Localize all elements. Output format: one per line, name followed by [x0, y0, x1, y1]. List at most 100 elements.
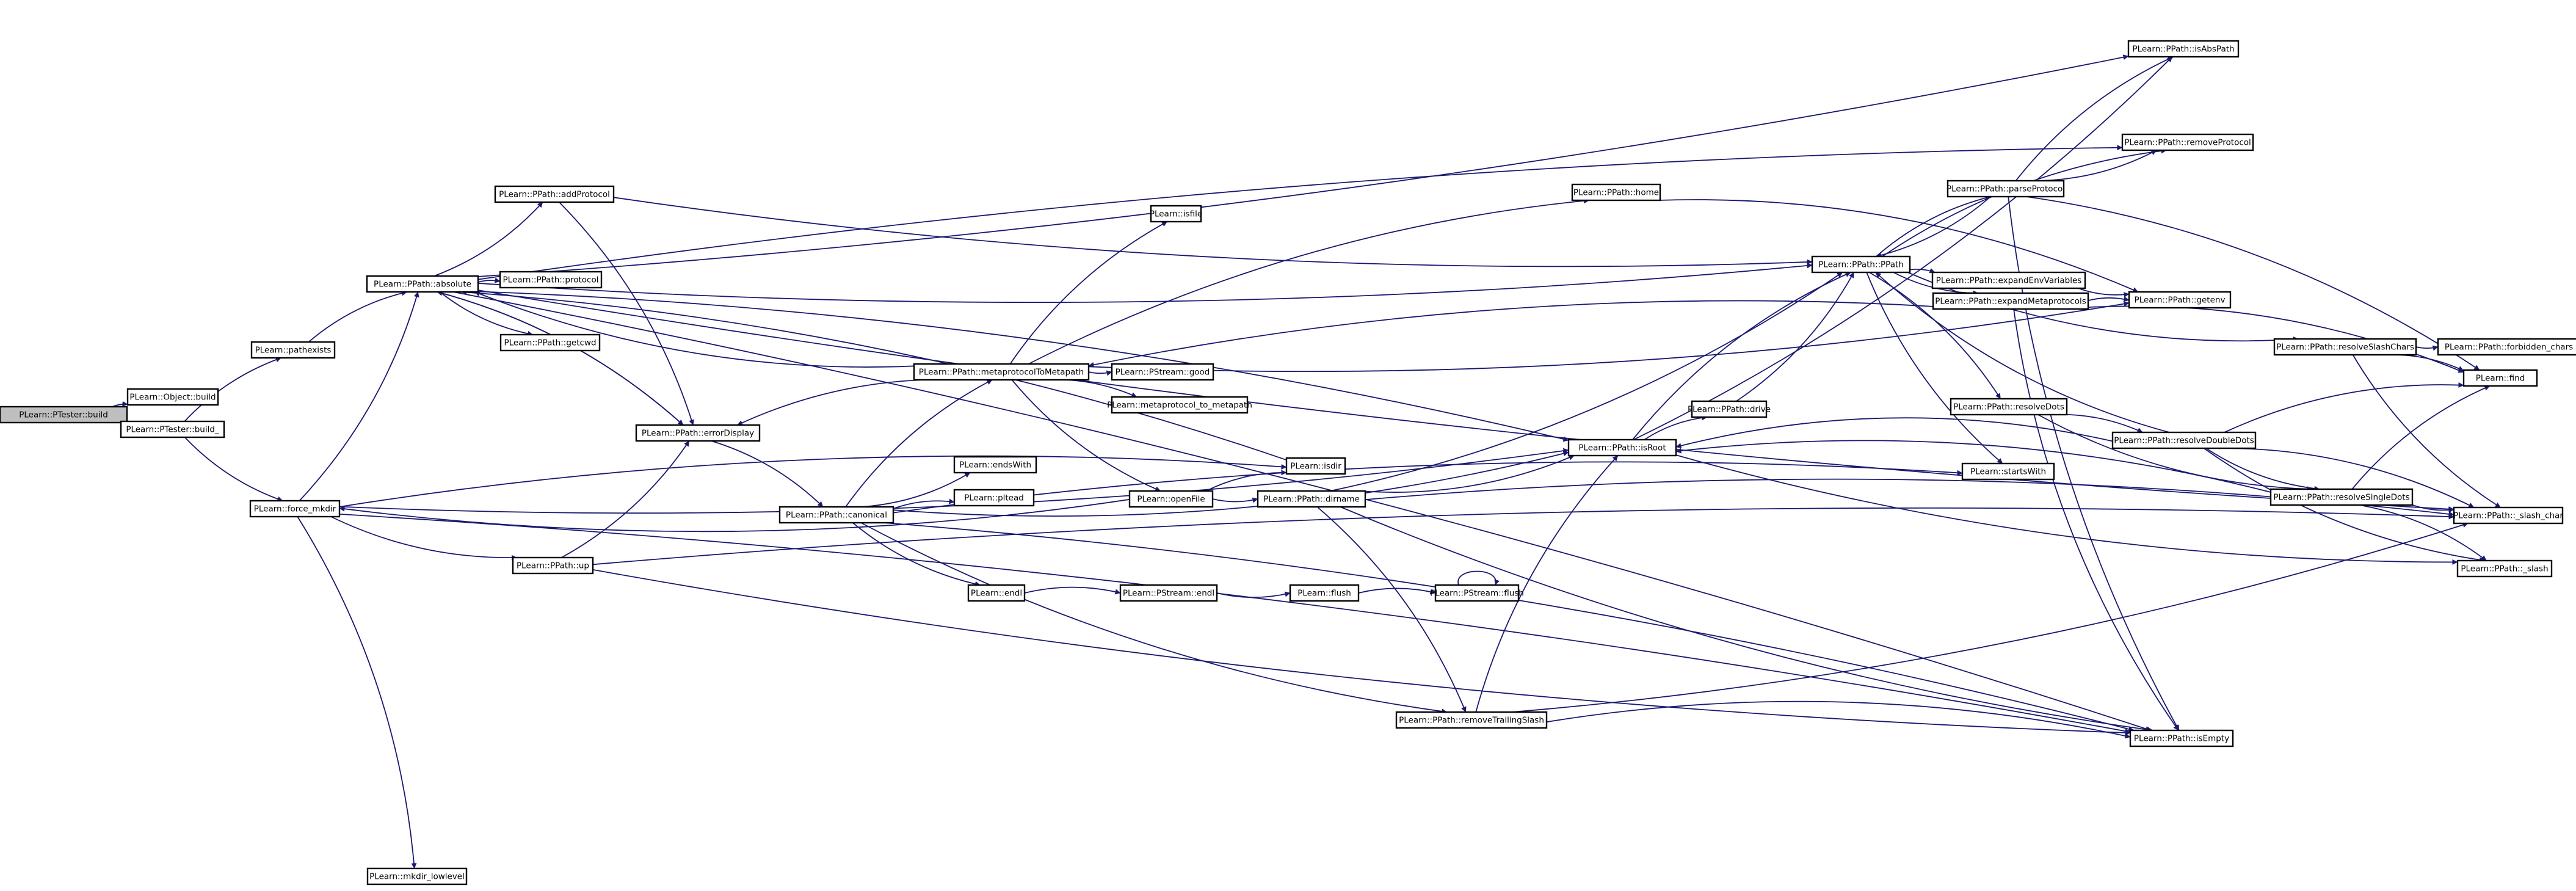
node-canonical[interactable]: PLearn::PPath::canonical [778, 506, 894, 524]
call-edge [711, 440, 824, 507]
node-label: PLearn::PStream::endl [1123, 589, 1214, 598]
node-label: PLearn::isdir [1290, 462, 1341, 471]
call-edge [1876, 195, 1991, 257]
node-openFile[interactable]: PLearn::openFile [1128, 490, 1214, 508]
call-edge [1088, 300, 1934, 368]
node-isfile[interactable]: PLearn::isfile [1150, 205, 1202, 223]
node-addProtocol[interactable]: PLearn::PPath::addProtocol [494, 185, 615, 203]
node-box [0, 405, 128, 424]
call-edge [1736, 272, 1854, 402]
node-mkdir-lowlevel[interactable]: PLearn::mkdir_lowlevel [366, 867, 468, 886]
node-box [913, 363, 1090, 381]
node-label: PLearn::PPath::up [517, 561, 589, 571]
node-label: PLearn::PPath::errorDisplay [642, 429, 754, 438]
node-box [512, 556, 594, 575]
node-startsWith[interactable]: PLearn::startsWith [1961, 462, 2055, 481]
node-label: PLearn::PPath::isAbsPath [2132, 45, 2234, 54]
call-edge [1475, 455, 1619, 713]
node-box [1931, 271, 2086, 289]
node-pstream-good[interactable]: PLearn::PStream::good [1111, 363, 1214, 381]
call-edge [477, 289, 2454, 512]
call-edge [561, 440, 690, 558]
node-m2m[interactable]: PLearn::PPath::metaprotocolToMetapath [913, 363, 1090, 381]
node-pstream-flush[interactable]: PLearn::PStream::flush [1430, 584, 1524, 602]
node-resolveSingleDots[interactable]: PLearn::PPath::resolveSingleDots [2269, 488, 2414, 506]
call-edge [1644, 415, 1708, 440]
node-getenv[interactable]: PLearn::PPath::getenv [2128, 291, 2232, 309]
node-errorDisplay[interactable]: PLearn::PPath::errorDisplay [635, 424, 761, 442]
call-edge [2078, 288, 2130, 297]
node-protocol[interactable]: PLearn::PPath::protocol [499, 271, 603, 289]
call-edge [1675, 454, 2458, 565]
node-tester-build-[interactable]: PLearn::PTester::build_ [120, 420, 225, 438]
node-resolveDots[interactable]: PLearn::PPath::resolveDots [1950, 398, 2068, 416]
node-box [1950, 398, 2068, 416]
node-forbidden-chars[interactable]: PLearn::PPath::forbidden_chars [2437, 338, 2576, 356]
node-flush[interactable]: PLearn::flush [1289, 584, 1360, 602]
node-pstream-endl[interactable]: PLearn::PStream::endl [1119, 584, 1218, 602]
edge-layer [112, 54, 2501, 869]
node-isAbsPath[interactable]: PLearn::PPath::isAbsPath [2127, 40, 2240, 58]
call-edge [2015, 56, 2174, 181]
node-pathexists[interactable]: PLearn::pathexists [250, 341, 336, 359]
node-slash-char[interactable]: PLearn::PPath::_slash_char [2453, 506, 2563, 525]
node-box [2437, 338, 2576, 356]
node-object-build[interactable]: PLearn::Object::build [126, 388, 219, 406]
node-removeProtocol[interactable]: PLearn::PPath::removeProtocol [2121, 133, 2254, 151]
node-removeTrailingSlash[interactable]: PLearn::PPath::removeTrailingSlash [1395, 711, 1548, 729]
node-box [1395, 711, 1548, 729]
call-edge [2352, 354, 2501, 508]
call-edge [737, 379, 962, 426]
node-getcwd[interactable]: PLearn::PPath::getcwd [499, 333, 601, 352]
node-box [2269, 488, 2414, 506]
node-isEmpty[interactable]: PLearn::PPath::isEmpty [2129, 729, 2234, 747]
node-isdir[interactable]: PLearn::isdir [1285, 457, 1346, 475]
node-box [953, 456, 1037, 474]
node-endl[interactable]: PLearn::endl [967, 584, 1026, 602]
node-slash[interactable]: PLearn::PPath::_slash [2456, 559, 2553, 578]
node-label: PLearn::find [2476, 374, 2525, 384]
node-resolveSlashChars[interactable]: PLearn::PPath::resolveSlashChars [2273, 338, 2417, 356]
node-drive[interactable]: PLearn::PPath::drive [1688, 400, 1771, 418]
node-pltead[interactable]: PLearn::pltead [953, 489, 1035, 507]
node-box [2111, 431, 2257, 449]
call-edge [1511, 522, 2469, 713]
node-up[interactable]: PLearn::PPath::up [512, 556, 594, 575]
call-edge [2050, 413, 2143, 433]
node-absolute[interactable]: PLearn::PPath::absolute [366, 275, 479, 293]
node-endsWith[interactable]: PLearn::endsWith [953, 456, 1037, 474]
call-edge [860, 522, 1448, 715]
node-box [1111, 396, 1249, 414]
node-find[interactable]: PLearn::find [2462, 369, 2538, 387]
node-label: PLearn::isfile [1150, 209, 1202, 219]
node-label: PLearn::mkdir_lowlevel [369, 872, 465, 882]
node-label: PLearn::PPath::getenv [2135, 296, 2226, 305]
call-edge [453, 291, 2152, 732]
node-ppath[interactable]: PLearn::PPath::PPath [1811, 255, 1911, 274]
call-edge [1011, 379, 1161, 492]
call-edge [893, 498, 955, 509]
node-label: PLearn::PStream::flush [1430, 589, 1524, 598]
node-box [967, 584, 1026, 602]
call-edge [2351, 385, 2491, 490]
node-expandEnvVariables[interactable]: PLearn::PPath::expandEnvVariables [1931, 271, 2086, 289]
node-force-mkdir[interactable]: PLearn::force_mkdir [249, 500, 341, 518]
call-edge [1088, 301, 2130, 373]
call-edge [339, 498, 1130, 533]
node-home[interactable]: PLearn::PPath::home [1571, 183, 1661, 202]
call-edge [477, 54, 2129, 277]
node-resolveDoubleDots[interactable]: PLearn::PPath::resolveDoubleDots [2111, 431, 2257, 449]
node-box [953, 489, 1035, 507]
node-tester-build[interactable]: PLearn::PTester::build [0, 405, 128, 424]
node-mp-to-mp[interactable]: PLearn::metaprotocol_to_metapath [1107, 396, 1252, 414]
call-edge [2224, 382, 2464, 433]
node-dirname[interactable]: PLearn::PPath::dirname [1257, 490, 1366, 508]
call-edge [2013, 308, 2179, 731]
call-edge [299, 291, 419, 501]
node-expandMetaprotocols[interactable]: PLearn::PPath::expandMetaprotocols [1932, 292, 2089, 310]
node-box [778, 506, 894, 524]
node-parseProtocol[interactable]: PLearn::PPath::parseProtocol [1947, 180, 2065, 198]
call-edge [1658, 199, 2139, 293]
node-isRoot[interactable]: PLearn::PPath::isRoot [1567, 438, 1677, 457]
